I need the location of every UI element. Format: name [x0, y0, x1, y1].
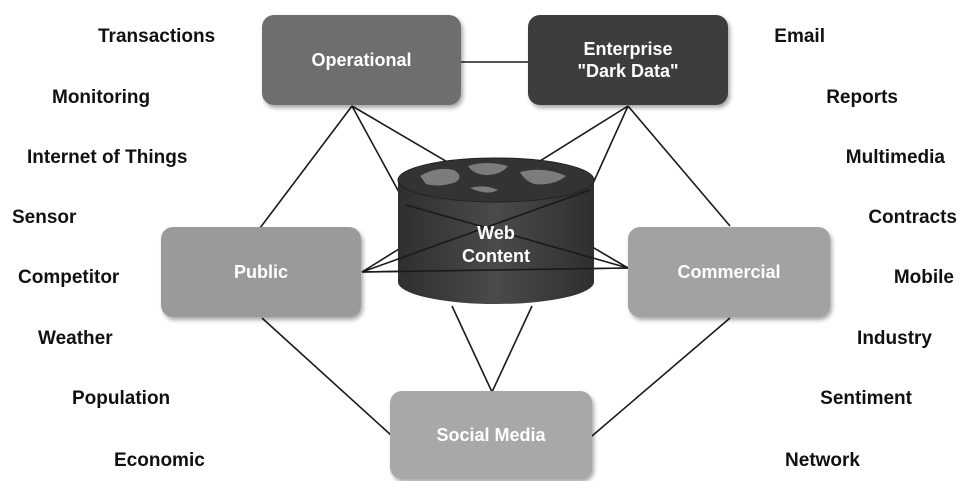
right-label: Industry — [857, 328, 932, 349]
right-label: Mobile — [893, 267, 954, 288]
right-label: Network — [785, 450, 860, 471]
link-operational-web — [351, 105, 407, 206]
right-label: Reports — [826, 87, 898, 108]
left-label: Transactions — [98, 26, 216, 47]
node-commercial: Commercial — [628, 227, 830, 317]
cylinder-body — [398, 180, 594, 304]
left-label: Economic — [114, 450, 205, 471]
link-public-social — [261, 317, 393, 437]
link-enterprise-commercial — [627, 105, 731, 227]
link-enterprise-web — [589, 105, 629, 191]
left-label: Internet of Things — [27, 147, 188, 168]
left-label: Monitoring — [52, 87, 151, 108]
right-label: Sentiment — [820, 388, 912, 409]
link-web-social-right — [491, 305, 533, 393]
left-label: Sensor — [12, 207, 77, 228]
right-label: Multimedia — [845, 147, 945, 168]
left-label: Competitor — [18, 267, 120, 288]
globe-icon — [420, 163, 566, 193]
web-content-label: Web Content — [462, 223, 530, 266]
node-operational: Operational — [262, 15, 461, 105]
link-web-social-left — [451, 305, 493, 393]
left-label: Population — [72, 388, 171, 409]
right-label: Contracts — [868, 207, 957, 228]
right-label: Email — [774, 26, 825, 47]
left-label: Weather — [38, 328, 113, 349]
node-social-media: Social Media — [390, 391, 592, 479]
node-public: Public — [161, 227, 361, 317]
link-operational-public — [259, 105, 353, 229]
link-commercial-social — [591, 317, 731, 437]
node-enterprise: Enterprise "Dark Data" — [528, 15, 728, 105]
